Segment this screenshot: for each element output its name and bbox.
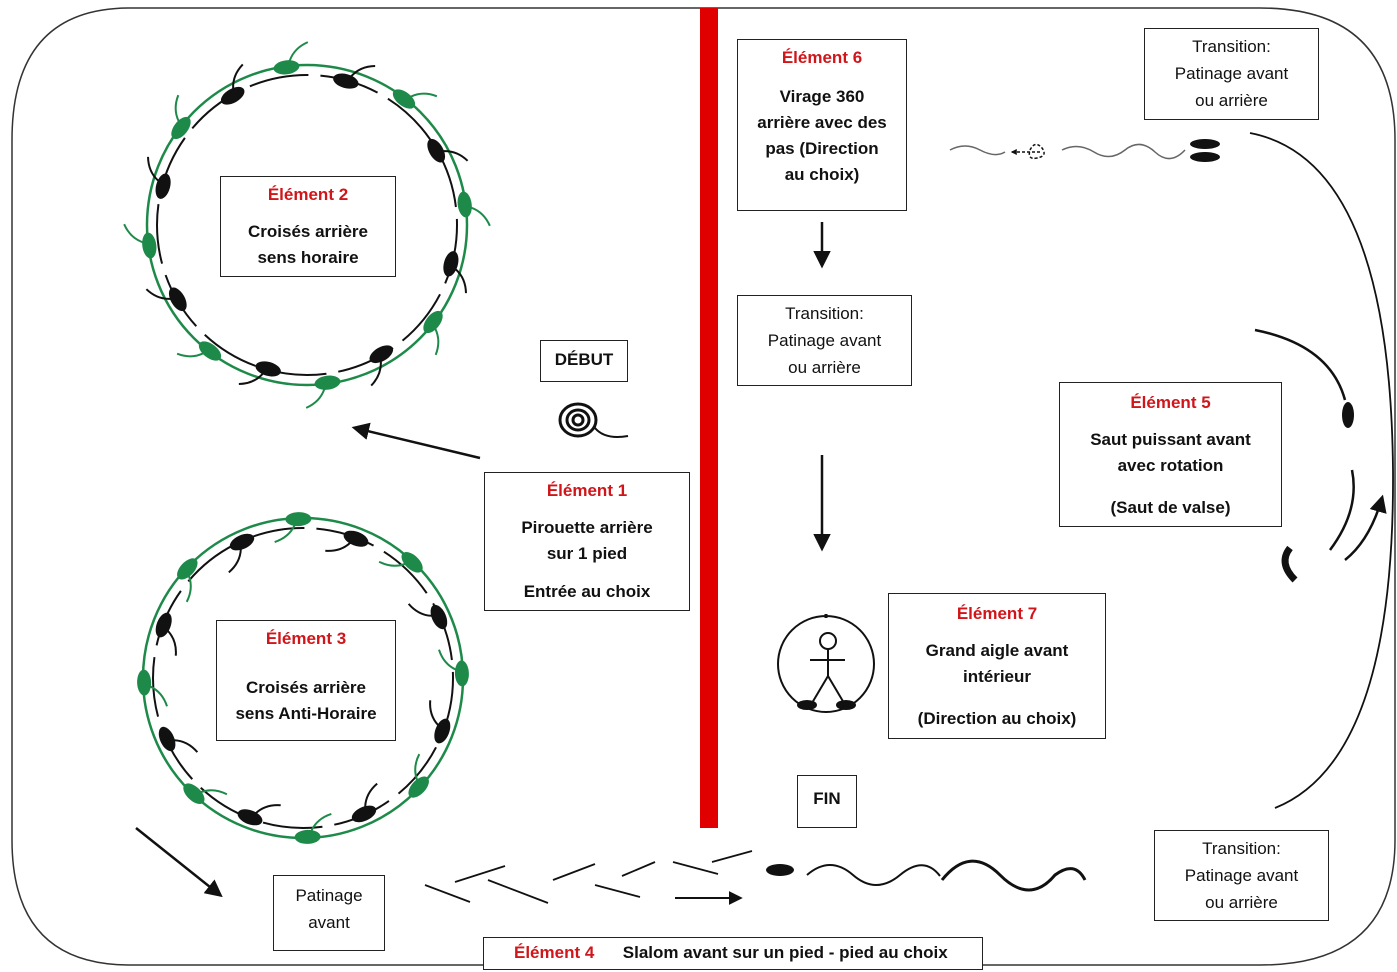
skate-footprint-icon [325, 530, 369, 552]
skate-footprint-icon [438, 649, 469, 687]
element-title: Élément 3 [265, 629, 347, 648]
skate-footprint-icon [305, 375, 341, 409]
skate-footprint-icon [220, 63, 245, 105]
skate-footprint-icon [228, 533, 255, 574]
skate-footprint-icon [429, 700, 451, 744]
element-title: Élément 2 [267, 185, 349, 204]
skate-footprint-icon [1281, 402, 1354, 583]
skate-footprint-icon [176, 341, 222, 361]
skate-footprint-icon [123, 223, 157, 259]
transition-box: Transition: Patinage avant ou arrière [737, 295, 912, 386]
skate-footprint-icon [183, 783, 228, 804]
element-7-box: Élément 7 Grand aigle avant intérieur (D… [888, 593, 1106, 739]
spiral-icon [558, 402, 629, 438]
turn-track [949, 143, 1186, 160]
element-title: Élément 5 [1130, 393, 1211, 412]
right-curve [1249, 132, 1394, 809]
element-title: Élément 4 [514, 943, 595, 962]
skate-footprint-icon [423, 310, 443, 356]
skate-footprint-icon [294, 813, 332, 844]
center-divider [700, 8, 718, 828]
transition-box: Transition: Patinage avant ou arrière [1154, 830, 1329, 921]
skate-footprint-icon [147, 156, 171, 199]
skate-footprint-icon [392, 89, 438, 109]
skate-footprint-icon [155, 612, 177, 656]
element-4-box: Élément 4 Slalom avant sur un pied - pie… [483, 937, 983, 970]
skate-footprint-icon [177, 558, 198, 603]
arrow-icon [135, 827, 223, 898]
stick-figure-icon [777, 614, 875, 713]
skate-footprint-icon [1190, 139, 1220, 162]
end-label: FIN [797, 775, 857, 828]
element-title: Élément 6 [781, 48, 863, 67]
skate-footprint-icon [443, 251, 467, 294]
element-title: Élément 1 [546, 481, 628, 500]
skate-footprint-icon [158, 726, 199, 753]
start-label: DÉBUT [540, 340, 628, 382]
element-3-box: Élément 3 Croisés arrière sens Anti-Hora… [216, 620, 396, 741]
rink-outline [11, 7, 1396, 966]
skate-footprint-icon [351, 782, 378, 823]
skate-footprint-icon [378, 552, 423, 573]
transition-box: Transition: Patinage avant ou arrière [1144, 28, 1319, 120]
skate-footprint-icon [457, 191, 491, 227]
skate-footprint-icon [369, 345, 394, 387]
circle-3-footprints [137, 512, 469, 844]
wave-path [806, 864, 941, 886]
skate-footprint-icon [273, 41, 309, 75]
circle-element-2 [145, 63, 469, 387]
skate-footprint-icon [171, 94, 191, 140]
element-1-box: Élément 1 Pirouette arrière sur 1 pied E… [484, 472, 690, 611]
skate-footprint-icon [137, 669, 168, 707]
skate-footprint-icon [766, 864, 794, 876]
jump-path [1254, 328, 1387, 561]
circle-2-footprints [123, 41, 491, 409]
arrow-icon [351, 422, 481, 460]
slalom-strokes [424, 850, 753, 904]
wave-path [940, 859, 1087, 892]
element-5-box: Élément 5 Saut puissant avant avec rotat… [1059, 382, 1282, 527]
skate-footprint-icon [407, 603, 448, 630]
element-title: Élément 7 [956, 604, 1038, 623]
skate-footprint-icon [274, 512, 312, 543]
skate-footprint-icon [238, 361, 281, 385]
patinage-avant-box: Patinage avant [273, 875, 385, 951]
skate-footprint-icon [427, 138, 469, 163]
skate-footprint-icon [145, 287, 187, 312]
element-6-box: Élément 6 Virage 360 arrière avec des pa… [737, 39, 907, 211]
element-2-box: Élément 2 Croisés arrière sens horaire [220, 176, 396, 277]
skate-footprint-icon [408, 753, 429, 798]
skate-footprint-icon [333, 65, 376, 89]
skate-footprint-icon [237, 804, 281, 826]
